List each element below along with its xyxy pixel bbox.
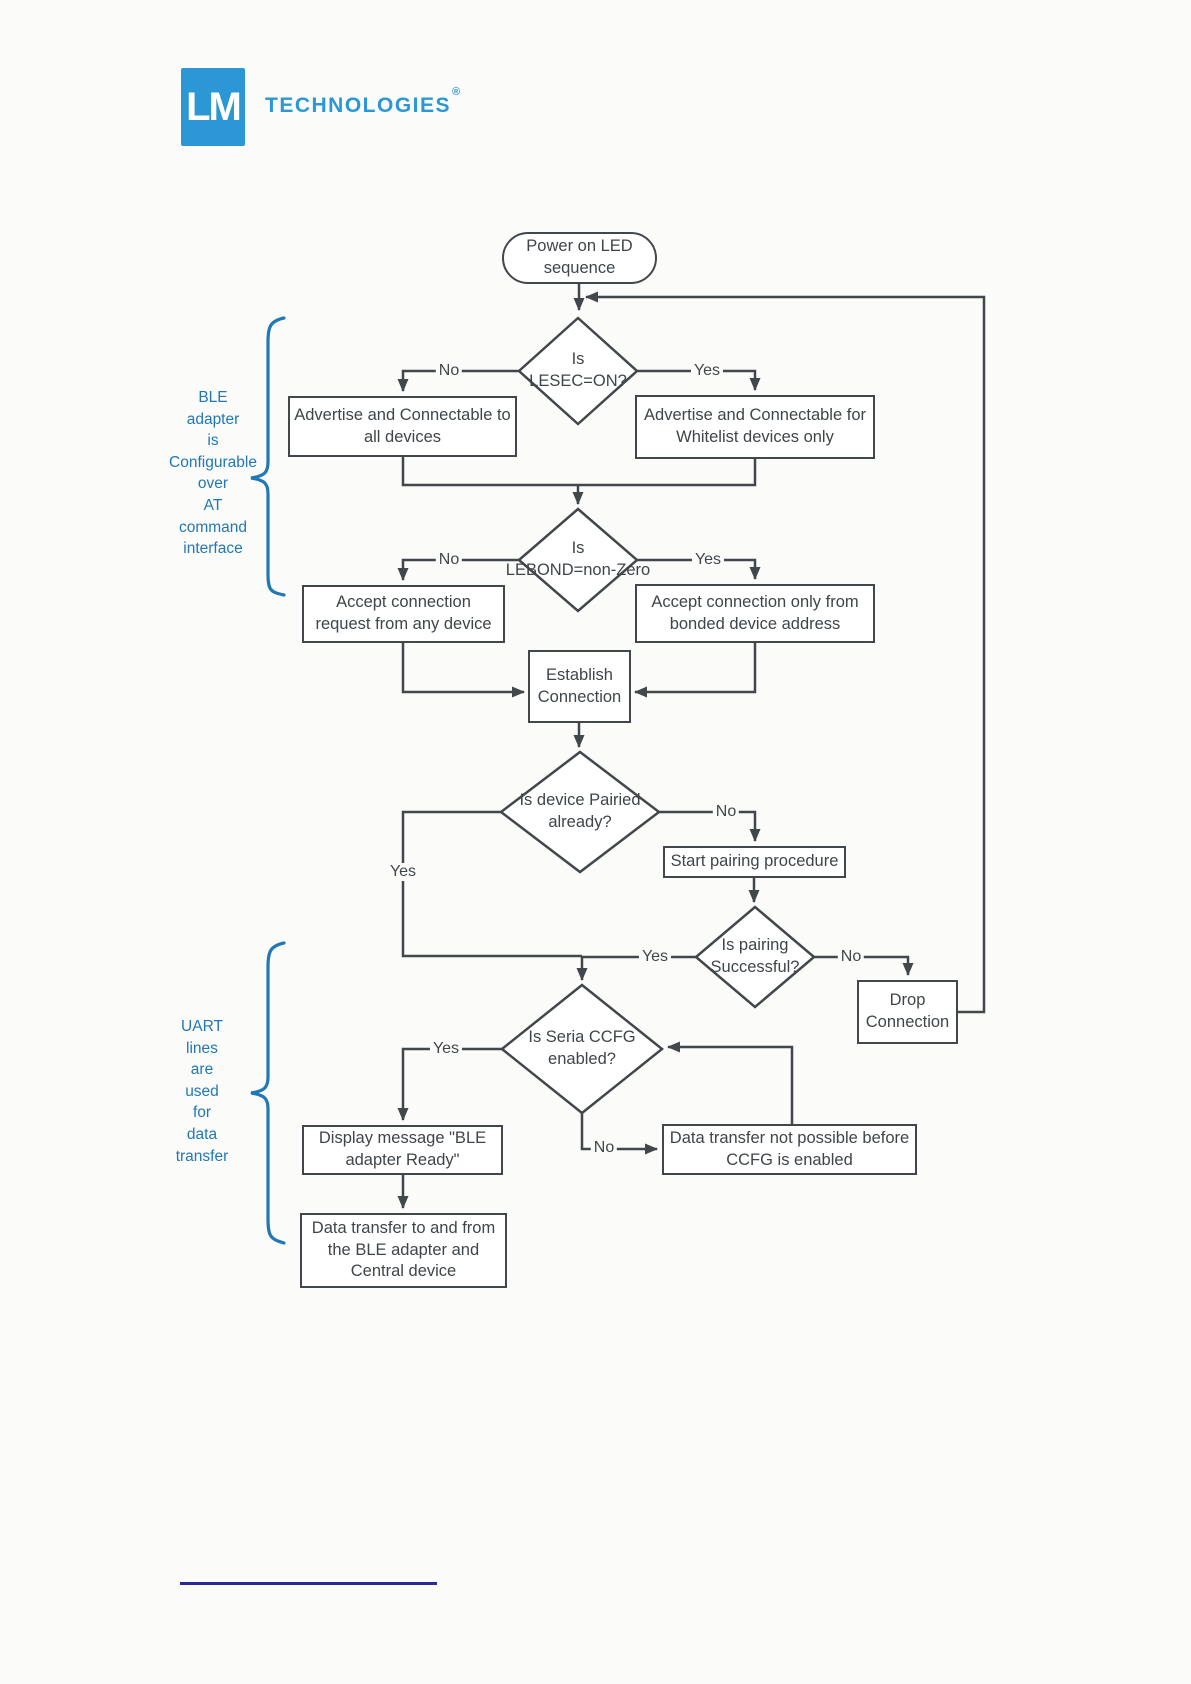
label-lebond-yes: Yes bbox=[691, 551, 725, 569]
edge-any-to-establish bbox=[401, 643, 525, 698]
lm-logo-mark: LM bbox=[181, 68, 245, 146]
edge-advertise-merge bbox=[401, 457, 757, 487]
footnote-divider bbox=[180, 1582, 437, 1585]
node-display-ready-message: Display message "BLE adapter Ready" bbox=[302, 1125, 503, 1175]
registered-trademark-icon: ® bbox=[452, 86, 461, 98]
node-transfer-not-possible: Data transfer not possible before CCFG i… bbox=[662, 1124, 917, 1175]
logo-wordmark: TECHNOLOGIES bbox=[265, 94, 452, 117]
node-advertise-whitelist: Advertise and Connectable for Whitelist … bbox=[635, 395, 875, 459]
label-lesec-no: No bbox=[435, 362, 463, 380]
decision-lesec-text: Is LESEC=ON? bbox=[529, 350, 627, 390]
label-ccfg-yes: Yes bbox=[429, 1040, 463, 1058]
node-accept-any-device: Accept connection request from any devic… bbox=[302, 585, 505, 643]
node-start-pairing: Start pairing procedure bbox=[663, 846, 846, 878]
label-pairing-no: No bbox=[837, 948, 865, 966]
label-lesec-yes: Yes bbox=[690, 362, 724, 380]
decision-pairing-success-text: Is pairing Successful? bbox=[710, 936, 800, 976]
decision-lebond-text: Is LEBOND=non-Zero bbox=[505, 539, 651, 579]
decision-paired-text: Is device Pairied already? bbox=[519, 791, 641, 831]
edge-ccfg-yes bbox=[397, 1047, 502, 1121]
node-establish-connection: Establish Connection bbox=[528, 650, 631, 723]
decision-ccfg-text: Is Seria CCFG enabled? bbox=[528, 1028, 636, 1068]
label-paired-no: No bbox=[712, 803, 740, 821]
label-paired-yes: Yes bbox=[386, 863, 420, 881]
label-pairing-yes: Yes bbox=[638, 948, 672, 966]
annotation-uart-data-transfer: UART lines are used for data transfer bbox=[175, 1018, 229, 1165]
edge-notransfer-loop bbox=[667, 1041, 794, 1124]
node-accept-bonded-only: Accept connection only from bonded devic… bbox=[635, 584, 875, 643]
node-power-on-led: Power on LED sequence bbox=[502, 232, 657, 284]
node-advertise-all-devices: Advertise and Connectable to all devices bbox=[288, 396, 517, 457]
edge-bonded-to-establish bbox=[634, 643, 757, 698]
label-lebond-no: No bbox=[435, 551, 463, 569]
label-ccfg-no: No bbox=[590, 1139, 618, 1157]
annotation-at-command-config: BLE adapter is Configurable over AT comm… bbox=[169, 389, 257, 558]
node-data-transfer: Data transfer to and from the BLE adapte… bbox=[300, 1213, 507, 1288]
logo-mark-text: LM bbox=[186, 84, 242, 129]
node-drop-connection: Drop Connection bbox=[857, 980, 958, 1044]
